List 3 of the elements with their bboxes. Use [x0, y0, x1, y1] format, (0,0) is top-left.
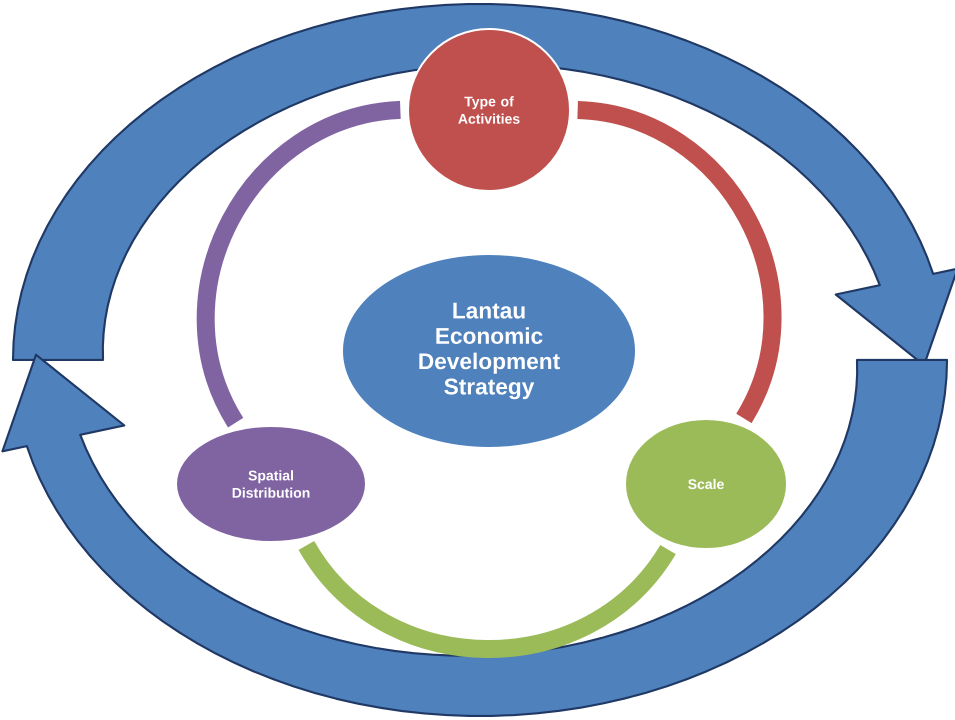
- ring-arc: [576, 101, 782, 422]
- ring-arc: [196, 100, 402, 427]
- ring-arc: [298, 540, 676, 658]
